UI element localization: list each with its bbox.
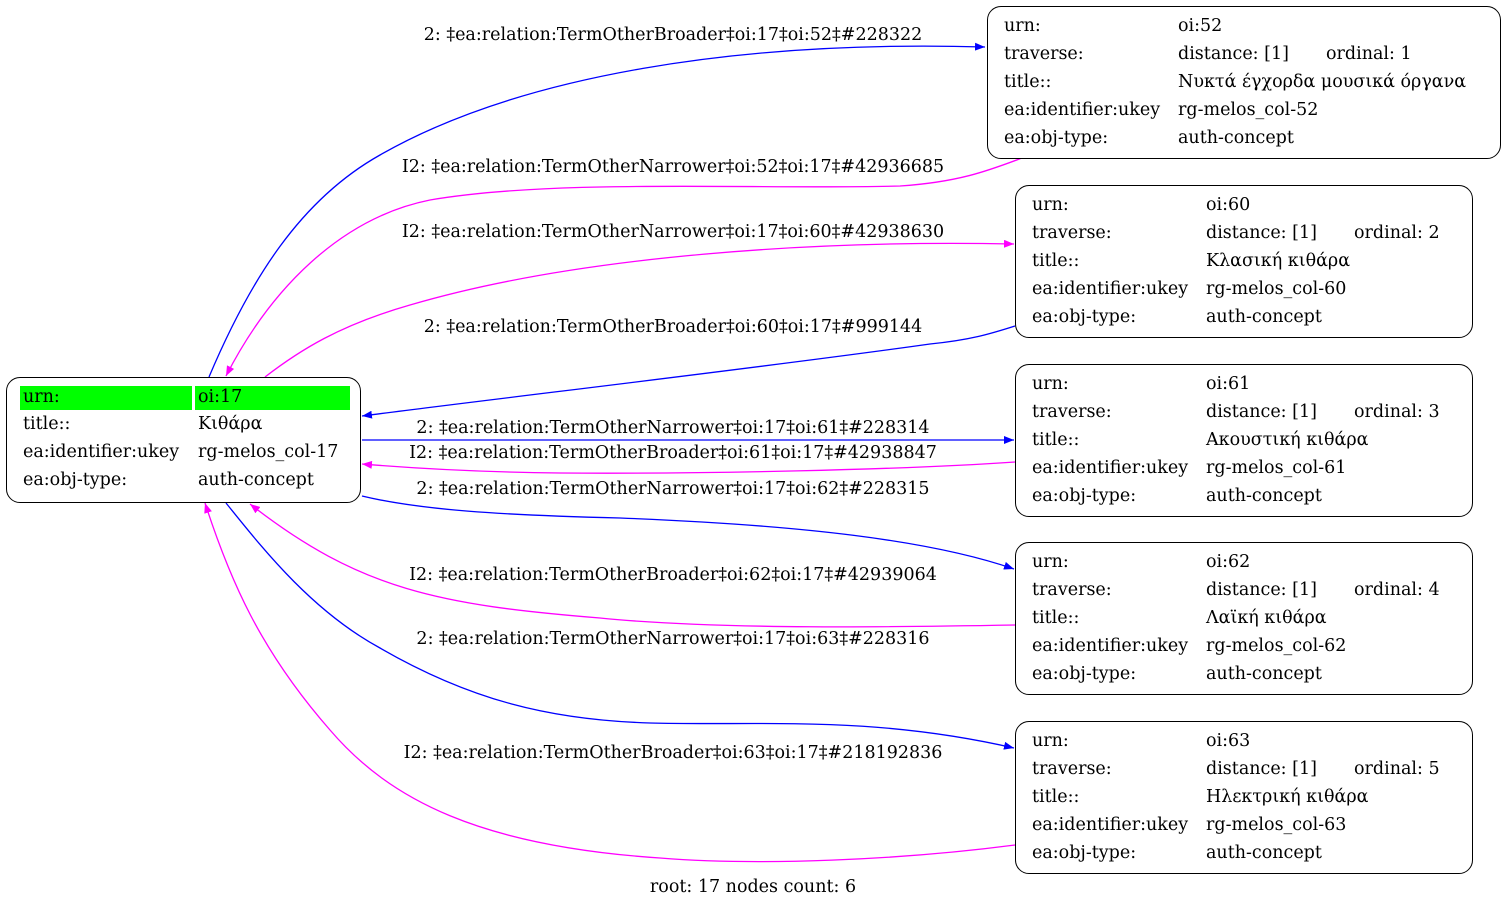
edge-label: I2: ‡ea:relation:TermOtherBroader‡oi:61‡… [409,443,937,463]
node-ukey-key: ea:identifier:ukey [1032,636,1189,656]
edge-label: 2: ‡ea:relation:TermOtherNarrower‡oi:17‡… [416,418,930,438]
node-urn-key: urn: [1032,552,1069,572]
node-title-value: Νυκτά έγχορδα μουσικά όργανα [1178,72,1467,92]
node-urn-key: urn: [1004,16,1041,36]
edge-label: 2: ‡ea:relation:TermOtherNarrower‡oi:17‡… [416,629,930,649]
node-ukey-key: ea:identifier:ukey [1032,815,1189,835]
root-title-key: title:: [23,414,71,434]
root-obj-type-value: auth-concept [198,470,314,490]
edge-label: I2: ‡ea:relation:TermOtherNarrower‡oi:17… [401,222,945,242]
node-traverse-value: distance: [1] [1178,44,1289,64]
node-ukey-key: ea:identifier:ukey [1032,458,1189,478]
node-traverse-key: traverse: [1032,223,1112,243]
node-title-key: title:: [1032,608,1080,628]
edge-label: 2: ‡ea:relation:TermOtherBroader‡oi:60‡o… [423,317,923,337]
concept-node[interactable]: urn: oi:60 traverse: distance: [1] ordinal: … [1015,185,1473,338]
node-traverse-value: distance: [1] [1206,402,1317,422]
node-traverse-key: traverse: [1004,44,1084,64]
node-ukey-value: rg-melos_col-63 [1206,815,1347,835]
edge-17-60 [264,239,1015,378]
root-title-value: Κιθάρα [198,414,263,434]
edge-63-17 [204,502,1016,863]
node-title-key: title:: [1032,251,1080,271]
node-ordinal-value: ordinal: 1 [1326,44,1412,64]
node-obj-type-key: ea:obj-type: [1032,307,1137,327]
node-ukey-key: ea:identifier:ukey [1032,279,1189,299]
node-ukey-value: rg-melos_col-52 [1178,100,1319,120]
node-obj-type-value: auth-concept [1206,664,1322,684]
edge-17-63 [225,502,1015,750]
node-traverse-value: distance: [1] [1206,580,1317,600]
node-obj-type-value: auth-concept [1178,128,1294,148]
node-obj-type-key: ea:obj-type: [1032,486,1137,506]
node-urn-key: urn: [1032,731,1069,751]
node-title-value: Κλασική κιθάρα [1206,251,1351,271]
node-traverse-value: distance: [1] [1206,759,1317,779]
root-obj-type-key: ea:obj-type: [23,470,128,490]
node-traverse-value: distance: [1] [1206,223,1317,243]
node-traverse-key: traverse: [1032,759,1112,779]
edge-17-62 [361,495,1015,570]
root-row-urn: urn: oi:17 [20,386,350,410]
node-urn-value: oi:61 [1206,374,1251,394]
node-urn-value: oi:52 [1178,16,1223,36]
edge-62-17 [249,503,1016,628]
graph-footer: root: 17 nodes count: 6 [649,877,857,897]
node-obj-type-value: auth-concept [1206,486,1322,506]
node-title-value: Ακουστική κιθάρα [1206,430,1369,450]
concept-node[interactable]: urn: oi:62 traverse: distance: [1] ordinal: … [1015,542,1473,695]
root-ukey-value: rg-melos_col-17 [198,442,339,462]
node-ordinal-value: ordinal: 5 [1354,759,1440,779]
edge-61-17 [361,460,1016,474]
node-urn-value: oi:62 [1206,552,1251,572]
edge-label: I2: ‡ea:relation:TermOtherBroader‡oi:62‡… [409,565,937,585]
concept-node[interactable]: urn: oi:63 traverse: distance: [1] ordinal: … [1015,721,1473,874]
node-urn-key: urn: [1032,195,1069,215]
root-urn-key: urn: [20,386,192,410]
edge-52-17 [225,157,1023,377]
node-urn-key: urn: [1032,374,1069,394]
node-urn-value: oi:60 [1206,195,1251,215]
root-urn-value: oi:17 [195,386,350,410]
node-obj-type-key: ea:obj-type: [1032,664,1137,684]
root-node[interactable]: urn: oi:17 title:: Κιθάρα ea:identifier:… [6,377,361,503]
node-title-value: Ηλεκτρική κιθάρα [1206,787,1369,807]
edge-label: 2: ‡ea:relation:TermOtherBroader‡oi:17‡o… [423,25,923,45]
node-ukey-value: rg-melos_col-61 [1206,458,1347,478]
concept-node[interactable]: urn: oi:52 traverse: distance: [1] ordinal: … [987,6,1501,159]
node-ukey-key: ea:identifier:ukey [1004,100,1161,120]
node-title-key: title:: [1032,430,1080,450]
node-obj-type-key: ea:obj-type: [1032,843,1137,863]
node-ukey-value: rg-melos_col-60 [1206,279,1347,299]
edge-label: I2: ‡ea:relation:TermOtherNarrower‡oi:52… [401,157,945,177]
node-obj-type-value: auth-concept [1206,307,1322,327]
node-urn-value: oi:63 [1206,731,1251,751]
node-ordinal-value: ordinal: 2 [1354,223,1440,243]
node-ordinal-value: ordinal: 4 [1354,580,1440,600]
edge-60-17 [361,325,1016,419]
node-title-key: title:: [1032,787,1080,807]
node-obj-type-value: auth-concept [1206,843,1322,863]
node-obj-type-key: ea:obj-type: [1004,128,1109,148]
edge-17-52 [208,42,986,378]
node-title-value: Λαϊκή κιθάρα [1206,608,1327,628]
node-title-key: title:: [1004,72,1052,92]
root-ukey-key: ea:identifier:ukey [23,442,180,462]
edge-label: 2: ‡ea:relation:TermOtherNarrower‡oi:17‡… [416,479,930,499]
concept-node[interactable]: urn: oi:61 traverse: distance: [1] ordinal: … [1015,364,1473,517]
node-traverse-key: traverse: [1032,402,1112,422]
edge-label: I2: ‡ea:relation:TermOtherBroader‡oi:63‡… [403,743,943,763]
node-ordinal-value: ordinal: 3 [1354,402,1440,422]
node-ukey-value: rg-melos_col-62 [1206,636,1347,656]
node-traverse-key: traverse: [1032,580,1112,600]
